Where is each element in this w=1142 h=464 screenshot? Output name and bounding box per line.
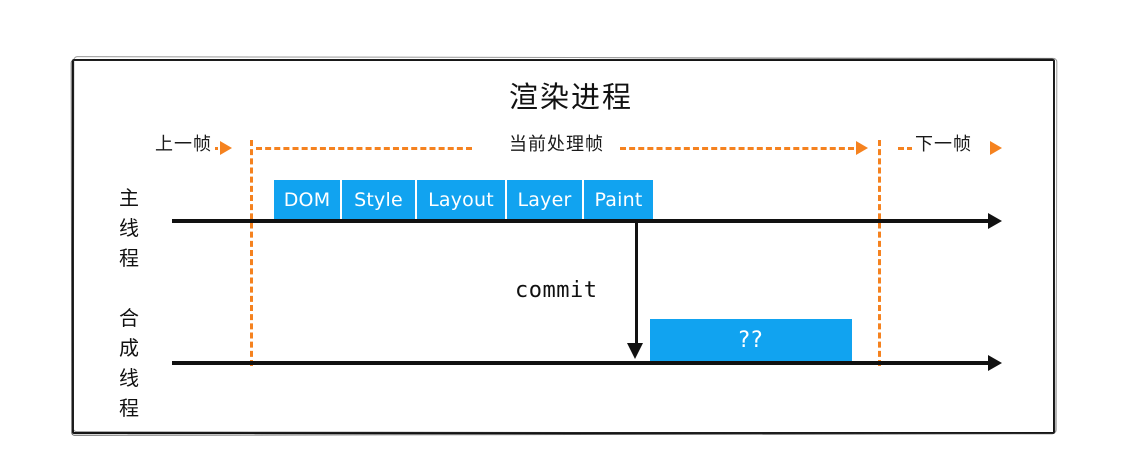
commit-label: commit [515, 278, 598, 303]
frame-boundary-end-line [878, 140, 881, 366]
compositor-thread-label-char-0: 合 [119, 306, 139, 330]
main-thread-axis [172, 219, 990, 223]
compositor-work-block[interactable]: ?? [650, 319, 852, 361]
main-thread-axis-arrow-icon [988, 213, 1002, 229]
next-frame-arrow-icon [990, 141, 1002, 155]
main-thread-pipeline: DOM Style Layout Layer Paint [274, 180, 653, 219]
commit-arrow-line [635, 222, 638, 346]
current-frame-dash-left [256, 147, 472, 150]
compositor-thread-axis [172, 361, 990, 365]
main-thread-label-char-1: 线 [119, 216, 139, 240]
main-thread-label-char-2: 程 [119, 246, 139, 270]
current-frame-label: 当前处理帧 [506, 130, 607, 156]
page-title: 渲染进程 [508, 80, 633, 114]
current-frame-arrow-icon [856, 141, 868, 155]
pipeline-stage-style[interactable]: Style [342, 180, 417, 219]
main-thread-label-char-0: 主 [119, 186, 139, 210]
compositor-thread-label-char-1: 成 [119, 336, 139, 360]
previous-frame-label: 上一帧 [152, 130, 215, 156]
process-boundary-frame [72, 59, 1055, 434]
pipeline-stage-dom[interactable]: DOM [274, 180, 342, 219]
compositor-thread-label-char-3: 程 [119, 396, 139, 420]
current-frame-dash-right [620, 147, 854, 150]
compositor-thread-label: 合 成 线 程 [112, 303, 146, 423]
previous-frame-arrow-icon [220, 141, 232, 155]
pipeline-stage-layout[interactable]: Layout [417, 180, 507, 219]
pipeline-stage-paint[interactable]: Paint [584, 180, 653, 219]
compositor-thread-label-char-2: 线 [119, 366, 139, 390]
commit-arrow-head-icon [627, 343, 643, 359]
next-frame-label: 下一帧 [912, 130, 975, 156]
pipeline-stage-layer[interactable]: Layer [507, 180, 584, 219]
compositor-thread-axis-arrow-icon [988, 355, 1002, 371]
frame-boundary-start-line [250, 140, 253, 366]
main-thread-label: 主 线 程 [112, 183, 146, 273]
